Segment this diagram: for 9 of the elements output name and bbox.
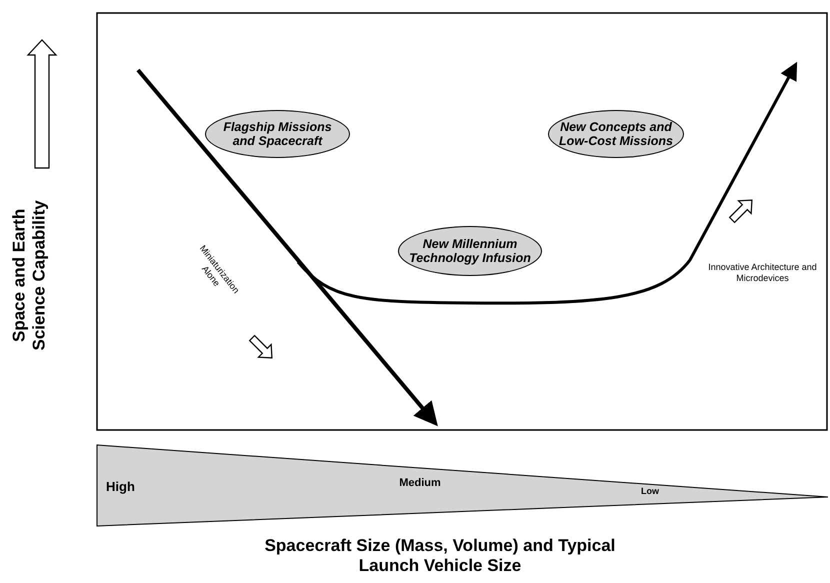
trend-label: Innovative Architecture and Microdevices bbox=[707, 262, 818, 284]
scale-label: Medium bbox=[398, 477, 442, 490]
axis-title: Space and Earth Science Capability bbox=[10, 199, 50, 353]
ellipse-node: Flagship Missions and Spacecraft bbox=[205, 110, 350, 158]
scale-label: High bbox=[106, 479, 136, 495]
ellipse-node: New Concepts and Low-Cost Missions bbox=[548, 110, 684, 158]
scale-label: Low bbox=[640, 486, 660, 497]
ellipse-node: New Millennium Technology Infusion bbox=[398, 226, 542, 276]
axis-title: Spacecraft Size (Mass, Volume) and Typical Launch Vehicle Size bbox=[264, 536, 616, 577]
